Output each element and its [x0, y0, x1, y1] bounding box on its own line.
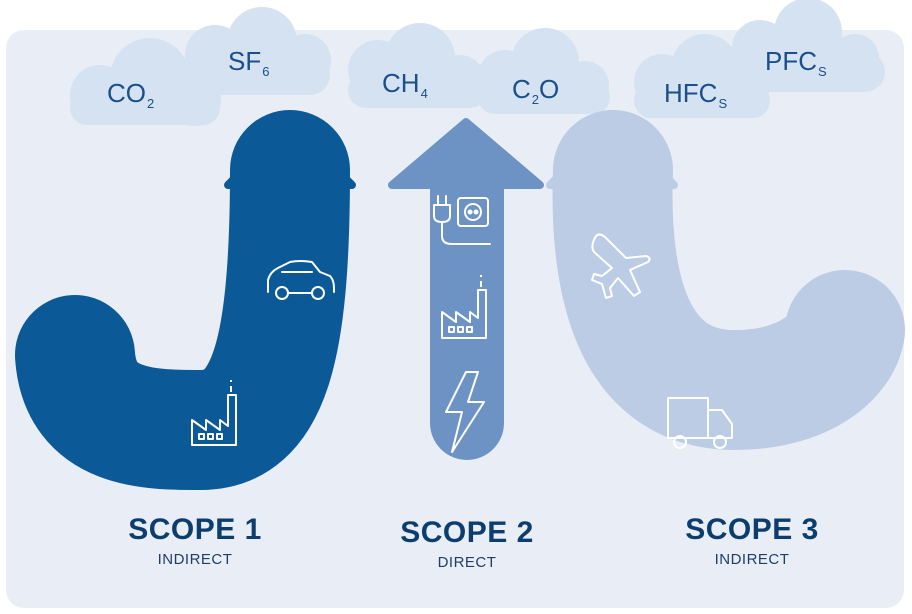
scope-title: SCOPE 2: [400, 516, 534, 549]
scope2-arrow: [388, 118, 544, 460]
cloud-c2o: [477, 28, 610, 114]
scope-title: SCOPE 3: [685, 513, 819, 546]
gas-subscript: S: [718, 96, 728, 111]
gas-subscript: 2: [147, 96, 155, 111]
gas-label-co2: CO2: [107, 78, 154, 110]
gas-label-pfcs: PFCS: [765, 46, 827, 78]
gas-subscript: 6: [262, 64, 270, 79]
gas-subscript: 2: [531, 92, 540, 107]
plug-socket-icon: [433, 195, 491, 245]
gas-label-c2o: C2O: [512, 74, 560, 106]
factory-icon: [441, 275, 487, 339]
cloud-co2: [70, 38, 221, 126]
gas-label-sf6: SF6: [228, 46, 269, 78]
gas-formula: C: [512, 74, 531, 104]
gas-label-hfcs: HFCS: [664, 78, 727, 110]
truck-icon: [667, 397, 733, 449]
gas-subscript: 4: [420, 86, 428, 101]
car-icon: [267, 260, 335, 300]
factory-icon: [191, 380, 237, 446]
scope-kind: DIRECT: [437, 554, 497, 571]
cloud-ch4: [348, 23, 488, 108]
scope-kind: INDIRECT: [714, 551, 790, 568]
cloud-group: [70, 0, 885, 126]
scope3-arrow: [546, 110, 905, 451]
scope-title: SCOPE 1: [128, 513, 262, 546]
scope1-label: SCOPE 1 INDIRECT: [100, 513, 290, 568]
cloud-sf6: [185, 7, 331, 95]
scope2-label: SCOPE 2 DIRECT: [372, 516, 562, 571]
gas-label-ch4: CH4: [382, 68, 428, 100]
cloud-pfcs: [730, 0, 885, 92]
scope1-arrow: [15, 110, 356, 491]
gas-formula: PFC: [765, 46, 817, 76]
gas-formula: CH: [382, 68, 420, 98]
gas-formula: HFC: [664, 78, 718, 108]
gas-formula: SF: [228, 46, 262, 76]
gas-subscript: S: [818, 64, 827, 79]
gas-formula: CO: [107, 78, 146, 108]
gas-formula-tail: O: [539, 74, 560, 104]
lightning-icon: [445, 371, 485, 453]
airplane-icon: [591, 233, 651, 299]
scope-kind: INDIRECT: [157, 551, 233, 568]
scope3-label: SCOPE 3 INDIRECT: [657, 513, 847, 568]
